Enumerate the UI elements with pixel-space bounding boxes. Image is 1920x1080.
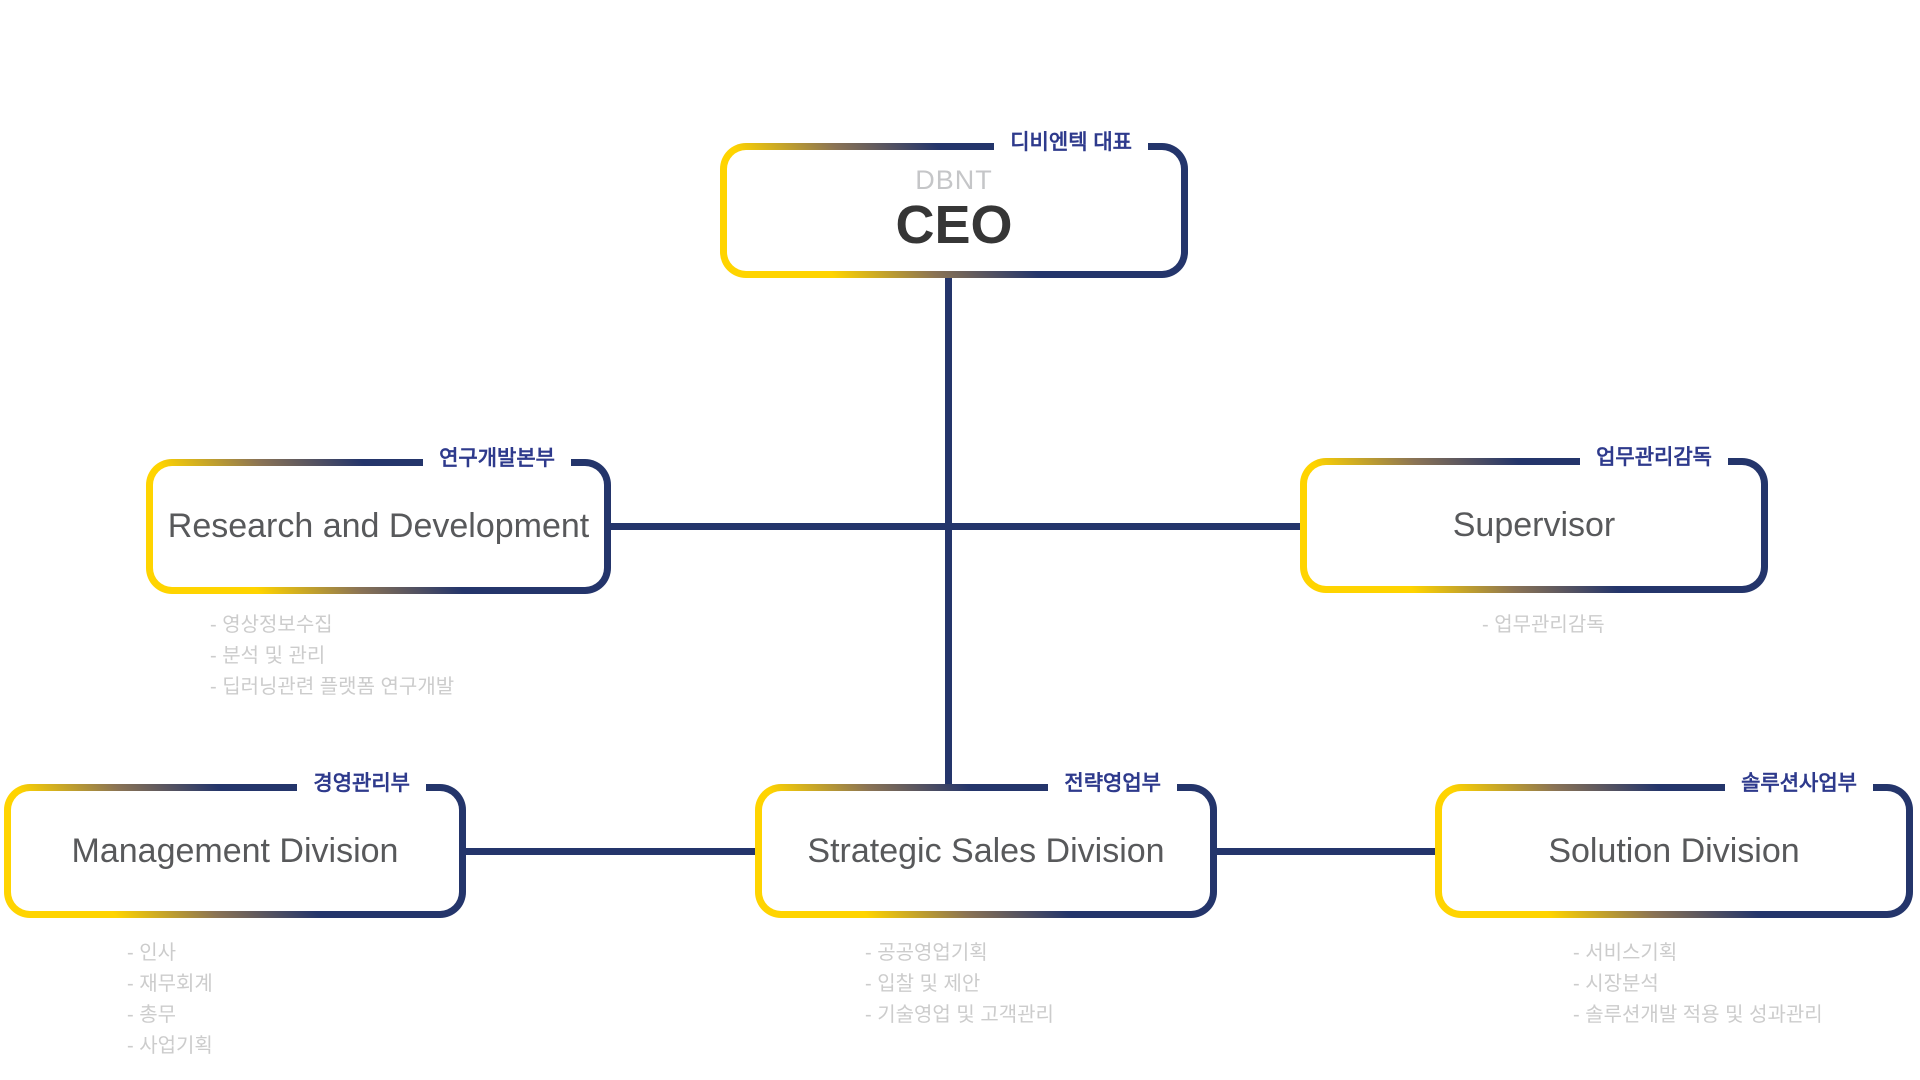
rnd-duty-list: - 영상정보수집 - 분석 및 관리 - 딥러닝관련 플랫폼 연구개발 — [210, 610, 454, 703]
duty-item: - 재무회계 — [127, 973, 213, 995]
connector-ceo-vertical — [945, 277, 952, 791]
ceo-title: CEO — [895, 195, 1013, 256]
org-node-ceo: 디비엔텍 대표 DBNT CEO — [720, 129, 1188, 278]
duty-item: - 딥러닝관련 플랫폼 연구개발 — [210, 676, 455, 698]
connector-strategic-solution — [1214, 848, 1435, 855]
ceo-badge: 디비엔텍 대표 — [994, 129, 1148, 157]
duty-item: - 분석 및 관리 — [210, 645, 326, 667]
duty-item: - 영상정보수집 — [210, 614, 333, 636]
solution-node-body: Solution Division — [1442, 791, 1906, 911]
duty-item: - 총무 — [127, 1004, 177, 1026]
connector-rnd-supervisor — [608, 523, 1300, 530]
management-badge: 경영관리부 — [297, 770, 426, 798]
org-node-management-division: 경영관리부 Management Division — [4, 770, 466, 918]
org-node-supervisor: 업무관리감독 Supervisor — [1300, 444, 1768, 593]
org-node-strategic-sales-division: 전략영업부 Strategic Sales Division — [755, 770, 1217, 918]
ceo-node-body: DBNT CEO — [727, 150, 1181, 271]
supervisor-badge: 업무관리감독 — [1580, 444, 1728, 472]
duty-item: - 시장분석 — [1573, 973, 1659, 995]
duty-item: - 입찰 및 제안 — [865, 973, 981, 995]
supervisor-duty-list: - 업무관리감독 — [1482, 610, 1605, 641]
management-title: Management Division — [71, 831, 399, 870]
duty-item: - 솔루션개발 적용 및 성과관리 — [1573, 1004, 1823, 1026]
connector-management-strategic — [463, 848, 755, 855]
duty-item: - 인사 — [127, 942, 177, 964]
solution-title: Solution Division — [1548, 831, 1800, 870]
supervisor-title: Supervisor — [1452, 506, 1616, 544]
management-node-body: Management Division — [11, 791, 459, 911]
duty-item: - 기술영업 및 고객관리 — [865, 1004, 1054, 1026]
duty-item: - 사업기획 — [127, 1035, 213, 1057]
supervisor-node-body: Supervisor — [1307, 465, 1761, 586]
solution-duty-list: - 서비스기획 - 시장분석 - 솔루션개발 적용 및 성과관리 — [1573, 938, 1823, 1031]
strategic-node-body: Strategic Sales Division — [762, 791, 1210, 911]
solution-badge: 솔루션사업부 — [1725, 770, 1873, 798]
management-duty-list: - 인사 - 재무회계 - 총무 - 사업기획 — [127, 938, 213, 1062]
rnd-title: Research and Development — [167, 507, 590, 545]
duty-item: - 서비스기획 — [1573, 942, 1678, 964]
ceo-company-name: DBNT — [915, 165, 993, 196]
strategic-duty-list: - 공공영업기획 - 입찰 및 제안 - 기술영업 및 고객관리 — [865, 938, 1054, 1031]
rnd-badge: 연구개발본부 — [423, 445, 571, 473]
duty-item: - 업무관리감독 — [1482, 614, 1605, 636]
strategic-title: Strategic Sales Division — [807, 831, 1165, 870]
duty-item: - 공공영업기획 — [865, 942, 988, 964]
org-node-solution-division: 솔루션사업부 Solution Division — [1435, 770, 1913, 918]
org-node-research-development: 연구개발본부 Research and Development — [146, 445, 611, 594]
rnd-node-body: Research and Development — [153, 466, 604, 587]
strategic-badge: 전략영업부 — [1048, 770, 1177, 798]
